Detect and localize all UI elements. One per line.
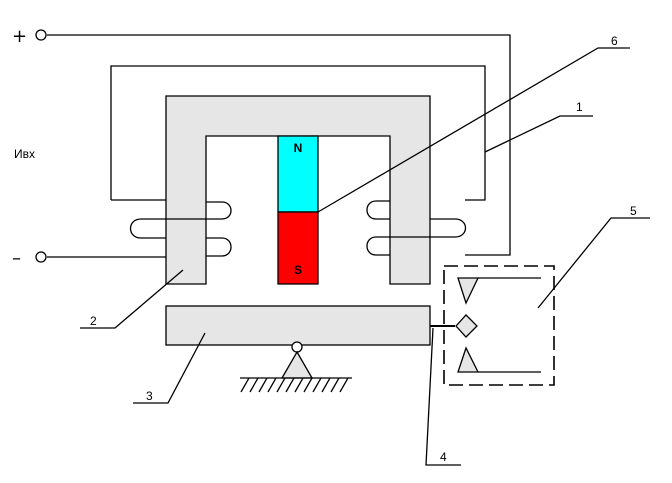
callout-1: 1 [576, 100, 583, 114]
plus-wire [47, 34, 511, 256]
south-label: S [294, 263, 302, 277]
ground-base [240, 377, 352, 393]
right-coil-upper-turn [366, 200, 390, 220]
magnet-south-pole [277, 211, 319, 285]
magnetic-core [165, 95, 431, 285]
callout-5: 5 [630, 204, 637, 218]
contact-block-frame [443, 265, 555, 386]
input-label: Ивх [14, 147, 35, 161]
leader-4 [425, 327, 461, 466]
right-coil [366, 200, 467, 256]
minus-sign: – [12, 248, 21, 269]
armature [165, 305, 431, 346]
left-coil-upper-turn [129, 201, 232, 239]
plus-terminal [35, 29, 47, 41]
right-coil-lower-turn [366, 218, 467, 256]
minus-terminal [35, 251, 47, 263]
bridge-wire [110, 65, 486, 201]
pivot-support [280, 350, 314, 379]
moving-contact [455, 314, 478, 338]
callout-3: 3 [146, 389, 153, 403]
callout-4: 4 [440, 450, 447, 464]
leader-1 [484, 115, 593, 153]
north-label: N [294, 141, 303, 155]
callout-6: 6 [611, 34, 618, 48]
upper-fixed-contact [457, 277, 480, 305]
leader-lines [80, 47, 650, 466]
leader-3 [133, 332, 206, 404]
left-coil-lower-turn [206, 237, 232, 257]
magnet-north-pole [277, 135, 319, 213]
leader-2 [80, 269, 184, 329]
pivot-joint [291, 341, 303, 353]
plus-sign: + [12, 26, 27, 47]
input-wiring [47, 34, 511, 258]
leader-5 [537, 217, 650, 309]
left-coil [129, 201, 232, 257]
lower-fixed-contact [457, 346, 480, 373]
callout-2: 2 [90, 314, 97, 328]
leader-6 [317, 47, 630, 213]
